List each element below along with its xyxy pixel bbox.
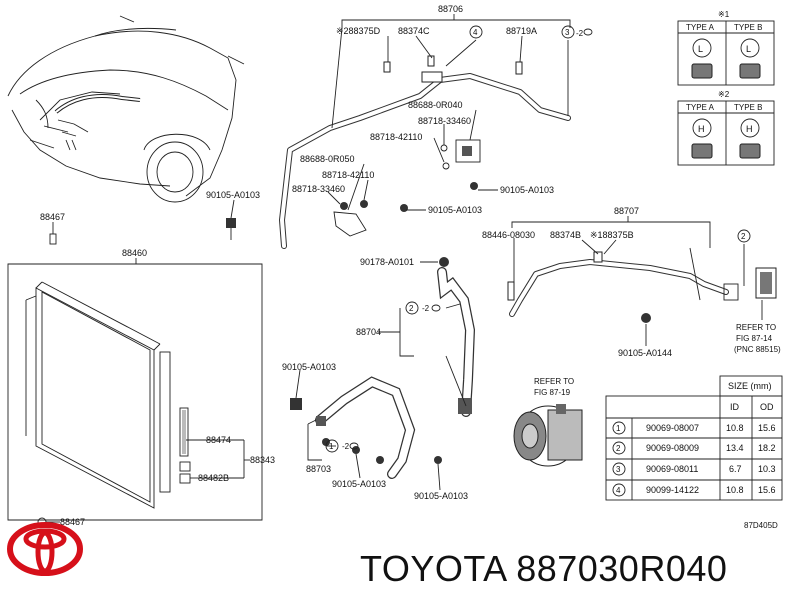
type-table-2-col-a: TYPE A: [686, 103, 715, 112]
pipe-88707[interactable]: [507, 247, 739, 317]
label-88718-42110-upper[interactable]: 88718-42110: [370, 132, 422, 142]
label-88375B[interactable]: ※188375B: [590, 230, 634, 240]
size-row-ref: 1: [616, 424, 621, 433]
size-row-ref: 2: [616, 444, 621, 453]
label-circle3-suffix: -2: [576, 29, 584, 38]
label-88688-0R050[interactable]: 88688-0R050: [300, 154, 355, 164]
label-90105-A0103-left[interactable]: 90105-A0103: [206, 190, 260, 200]
desiccant-88474[interactable]: [179, 407, 191, 484]
size-row-part[interactable]: 90069-08009: [646, 443, 699, 453]
bracket-88467[interactable]: [37, 233, 57, 527]
size-row-part[interactable]: 90069-08011: [646, 464, 698, 474]
type-table-1-glyph-a: L: [698, 44, 703, 54]
label-88374B[interactable]: 88374B: [550, 230, 581, 240]
label-88688-0R040[interactable]: 88688-0R040: [408, 100, 463, 110]
type-table-1: ※1 TYPE A TYPE B L L: [677, 10, 775, 86]
circle-4-label: 4: [473, 28, 478, 37]
reference-circles: 4 3 2 2 1: [325, 25, 751, 453]
label-88467-top[interactable]: 88467: [40, 212, 65, 222]
size-table-header-id: ID: [730, 402, 740, 412]
label-88374C[interactable]: 88374C: [398, 26, 430, 36]
type-table-1-col-a: TYPE A: [686, 23, 715, 32]
label-88707[interactable]: 88707: [614, 206, 639, 216]
type-table-1-mark: ※1: [718, 10, 730, 19]
diagram-code: 87D405D: [744, 521, 778, 530]
label-88482B[interactable]: 88482B: [198, 473, 229, 483]
type-table-2-mark: ※2: [718, 90, 730, 99]
toyota-logo-icon: [7, 522, 83, 576]
refer-87-14-line1[interactable]: REFER TO: [736, 323, 776, 332]
label-90105-A0103-upper-right[interactable]: 90105-A0103: [500, 185, 554, 195]
size-row-od: 10.3: [758, 464, 776, 474]
condenser-88460[interactable]: [7, 263, 263, 521]
size-row-id: 6.7: [729, 464, 742, 474]
label-88446-08030[interactable]: 88446-08030: [482, 230, 535, 240]
size-row-part[interactable]: 90099-14122: [646, 485, 699, 495]
refer-87-14-line3[interactable]: (PNC 88515): [734, 345, 781, 354]
circle-2-label-upper: 2: [741, 232, 746, 241]
size-row-id: 10.8: [726, 423, 744, 433]
bolt-90105-A0144[interactable]: [641, 313, 651, 336]
part-labels: 88706 ※288375D 88374C 88719A -2 88688-0R…: [40, 4, 781, 530]
circle-3-label: 3: [565, 28, 570, 37]
size-row-ref: 4: [616, 486, 621, 495]
label-90105-A0103-hose[interactable]: 90105-A0103: [282, 362, 336, 372]
size-row-od: 15.6: [758, 423, 776, 433]
size-table-title: SIZE (mm): [728, 381, 772, 391]
size-row-id: 13.4: [726, 443, 744, 453]
size-row-ref: 3: [616, 465, 621, 474]
type-table-2-glyph-a: H: [698, 124, 705, 134]
size-row-od: 15.6: [758, 485, 776, 495]
pipe-clamp-88688-0R040[interactable]: [440, 139, 481, 190]
circle-1-label: 1: [329, 442, 334, 451]
label-88460[interactable]: 88460: [122, 248, 147, 258]
label-88474[interactable]: 88474: [206, 435, 231, 445]
refer-87-19-line1[interactable]: REFER TO: [534, 377, 574, 386]
bolt-90105-A0103-left[interactable]: [226, 218, 236, 240]
pipe-clamp-88688-0R050[interactable]: [333, 200, 408, 237]
label-90105-A0144[interactable]: 90105-A0144: [618, 348, 672, 358]
type-table-1-col-b: TYPE B: [734, 23, 762, 32]
type-table-2-glyph-b: H: [746, 124, 753, 134]
type-table-2-col-b: TYPE B: [734, 103, 762, 112]
type-table-1-glyph-b: L: [746, 44, 751, 54]
size-row-id: 10.8: [726, 485, 744, 495]
label-90105-A0103-bottom-left[interactable]: 90105-A0103: [332, 479, 386, 489]
label-88719A[interactable]: 88719A: [506, 26, 537, 36]
pipe-88706[interactable]: [279, 55, 571, 249]
label-88718-42110-lower[interactable]: 88718-42110: [322, 170, 374, 180]
hose-88703[interactable]: [290, 376, 442, 479]
circle-2-label-mid: 2: [409, 304, 414, 313]
size-table-header-od: OD: [760, 402, 774, 412]
expansion-valve-88515: [755, 267, 777, 299]
size-row-part[interactable]: 90069-08007: [646, 423, 699, 433]
label-circle1-suffix: -2: [342, 442, 350, 451]
leader-lines: [46, 14, 763, 523]
vehicle-illustration: [7, 15, 245, 203]
refer-87-14-line2[interactable]: FIG 87-14: [736, 334, 773, 343]
label-88718-33460-lower[interactable]: 88718-33460: [292, 184, 345, 194]
brand-part-number: TOYOTA 887030R040: [360, 548, 728, 589]
label-88704[interactable]: 88704: [356, 327, 381, 337]
refer-87-19-line2[interactable]: FIG 87-19: [534, 388, 571, 397]
label-88467-bottom[interactable]: 88467: [60, 517, 85, 527]
label-88703[interactable]: 88703: [306, 464, 331, 474]
label-circle2-suffix-88704: -2: [422, 304, 430, 313]
label-90105-A0103-mid[interactable]: 90105-A0103: [428, 205, 482, 215]
label-90178-A0101[interactable]: 90178-A0101: [360, 257, 414, 267]
type-table-2: ※2 TYPE A TYPE B H H: [677, 90, 775, 166]
hose-88704[interactable]: [437, 257, 476, 417]
label-88343[interactable]: 88343: [250, 455, 275, 465]
label-88706[interactable]: 88706: [438, 4, 463, 14]
label-88718-33460-upper[interactable]: 88718-33460: [418, 116, 471, 126]
size-row-od: 18.2: [758, 443, 776, 453]
compressor-reference-87-19: [513, 404, 583, 467]
size-table: SIZE (mm) ID OD 1 90069-08007 10.8 15.6 …: [605, 375, 783, 501]
label-90105-A0103-bottom-right[interactable]: 90105-A0103: [414, 491, 468, 501]
label-88375D[interactable]: ※288375D: [336, 26, 381, 36]
